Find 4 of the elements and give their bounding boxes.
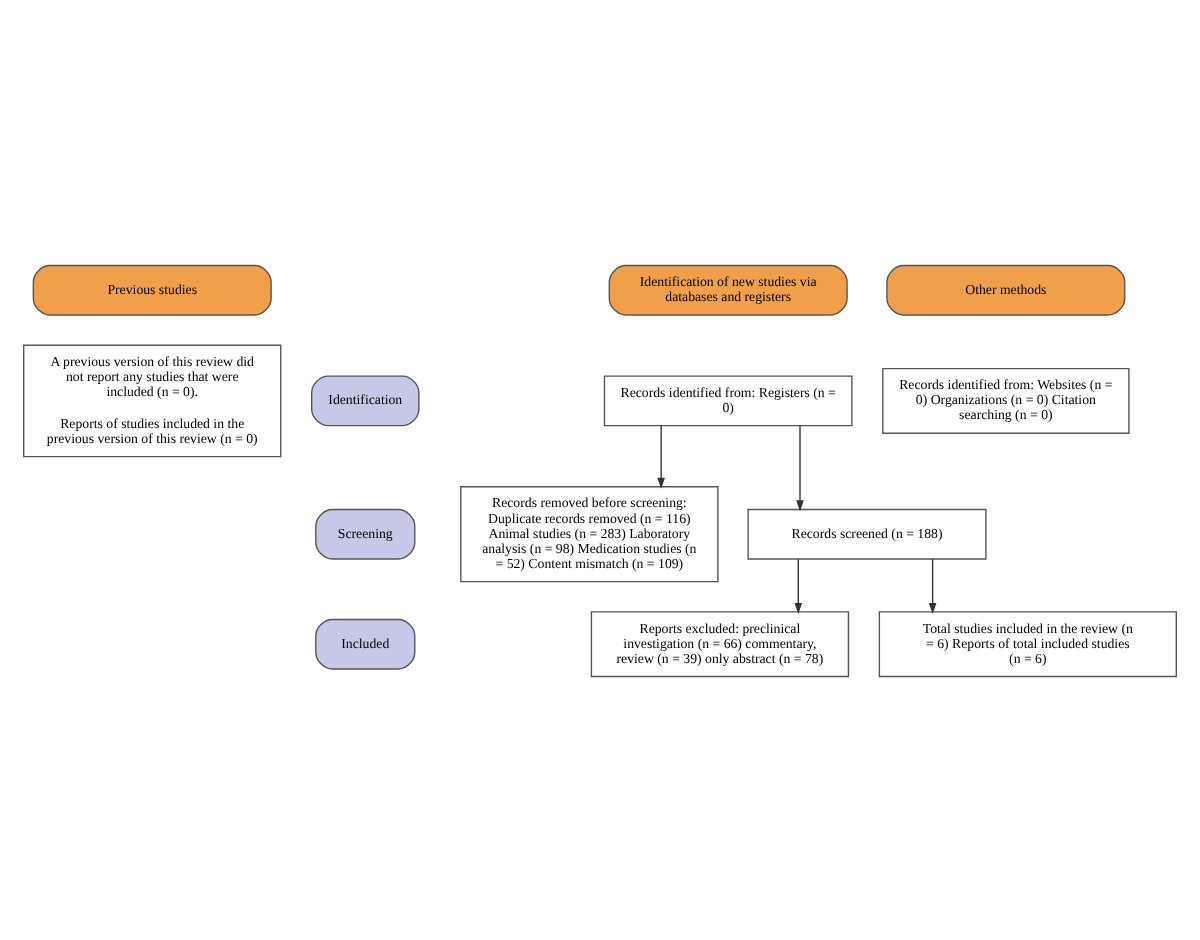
arrow <box>657 424 666 488</box>
arrow <box>928 557 937 613</box>
arrow <box>796 424 804 511</box>
arrow <box>794 557 803 613</box>
